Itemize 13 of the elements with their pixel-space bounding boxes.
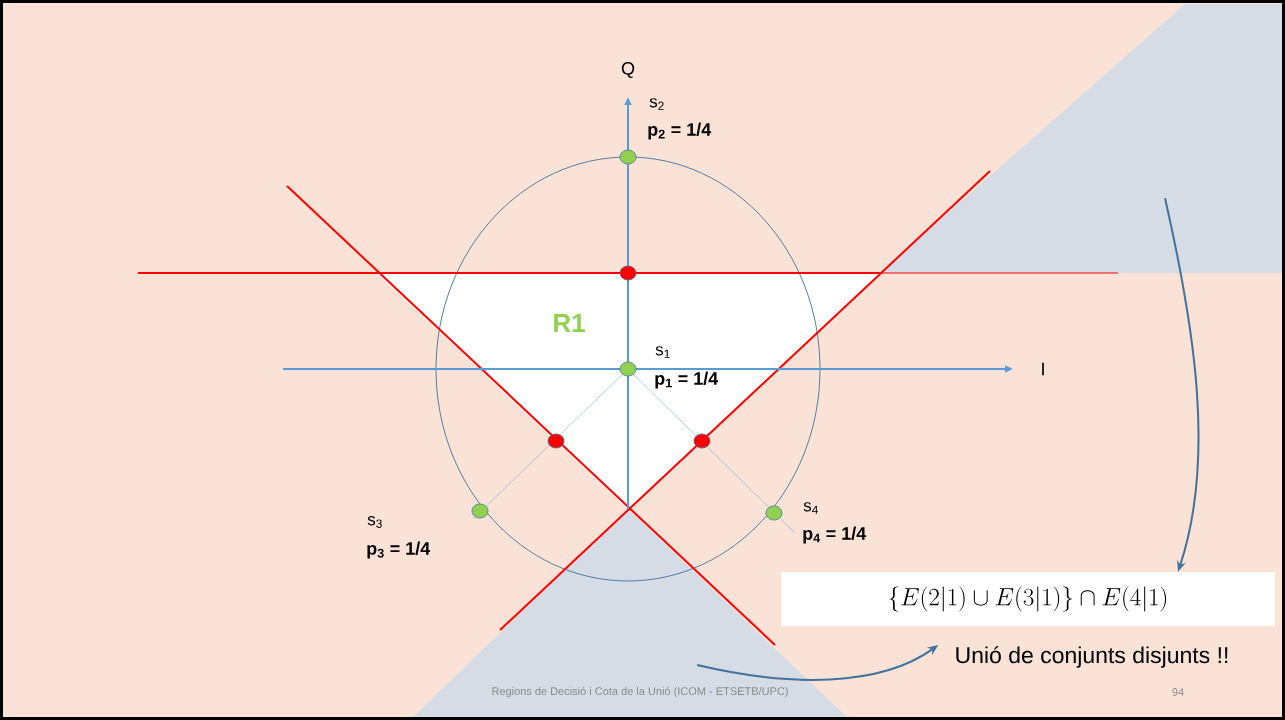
point-label: s$_{1}$	[655, 346, 670, 358]
probability-label: p$_{1}$ = 1/4	[655, 371, 719, 389]
note-text: Unió de conjunts disjunts !!	[956, 646, 1228, 668]
point-label: s$_{3}$	[367, 516, 382, 528]
page-number: 94	[1172, 688, 1184, 696]
axis-label: Q	[621, 62, 635, 78]
probability-label: p$_{4}$ = 1/4	[803, 526, 867, 544]
axis-label: I	[1042, 362, 1044, 376]
probability-label: p$_{2}$ = 1/4	[648, 122, 712, 140]
point-label: s$_{2}$	[649, 98, 664, 110]
footer-text: Regions de Decisió i Cota de la Unió (ICOM - ETSETB/UPC)	[492, 686, 788, 698]
probability-label: p$_{3}$ = 1/4	[367, 541, 431, 559]
formula-box: $\{E(2|1)\cup E(3|1)\}\cap E(4|1)$	[781, 572, 1275, 626]
